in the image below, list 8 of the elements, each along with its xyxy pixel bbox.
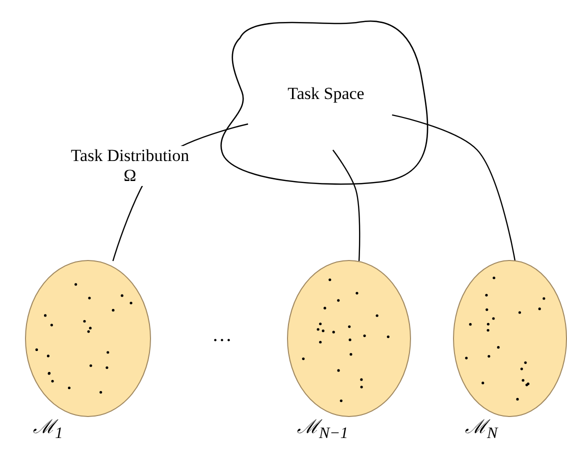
math-label: ℳ$_{N−1}$ (297, 416, 348, 444)
math-label: ℳ$_{N}$ (465, 416, 498, 444)
math-label: ℳ$_{1}$ (33, 416, 63, 444)
connector-curve (332, 150, 360, 262)
ellipsis-label: … (212, 324, 232, 347)
node-label: Task Space (286, 84, 366, 104)
connector-curve (392, 114, 516, 262)
edge-label: Task Distribution Ω (68, 146, 192, 186)
